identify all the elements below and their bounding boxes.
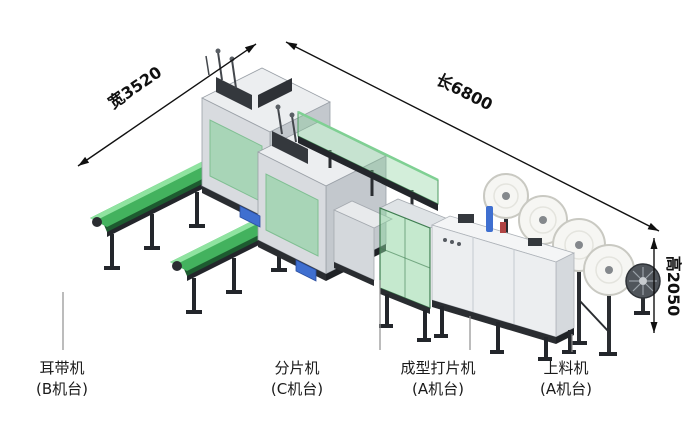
- label-feeder-machine: 上料机 (A机台): [496, 358, 636, 400]
- machine-station: (A机台): [540, 380, 592, 398]
- green-glass-window: [265, 173, 319, 257]
- blue-cylinder: [486, 206, 493, 232]
- material-roll-1: [483, 173, 529, 219]
- machine-splitter: [379, 198, 449, 342]
- machine-a-forming: [430, 206, 576, 361]
- machine-name: 耳带机: [39, 359, 85, 377]
- height-dimension-label: 高2050: [664, 256, 683, 317]
- machine-station: (A机台): [412, 380, 464, 398]
- machine-station: (C机台): [270, 380, 324, 398]
- blue-tray-1: [239, 205, 261, 228]
- machine-name: 成型打片机: [400, 359, 476, 377]
- wire-coil-wheel: [625, 263, 661, 315]
- bridge-conveyor: [297, 110, 439, 214]
- width-dimension-label: 宽3520: [105, 62, 166, 112]
- material-roll-2: [518, 195, 568, 245]
- machine-name: 上料机: [543, 359, 589, 377]
- machine-station: (B机台): [36, 380, 88, 398]
- length-dimension-label: 长6800: [433, 70, 496, 114]
- label-forming-machine: 成型打片机 (A机台): [368, 358, 508, 400]
- blue-tray-2: [295, 259, 317, 282]
- machine-name: 分片机: [274, 359, 320, 377]
- label-splitter-machine: 分片机 (C机台): [227, 358, 367, 400]
- red-sensor: [500, 222, 506, 233]
- label-ear-strap-machine: 耳带机 (B机台): [0, 358, 132, 400]
- green-glass-window: [209, 119, 263, 203]
- mid-cabinet: [333, 200, 393, 286]
- height-dimension-arrow: 高2050: [650, 238, 683, 333]
